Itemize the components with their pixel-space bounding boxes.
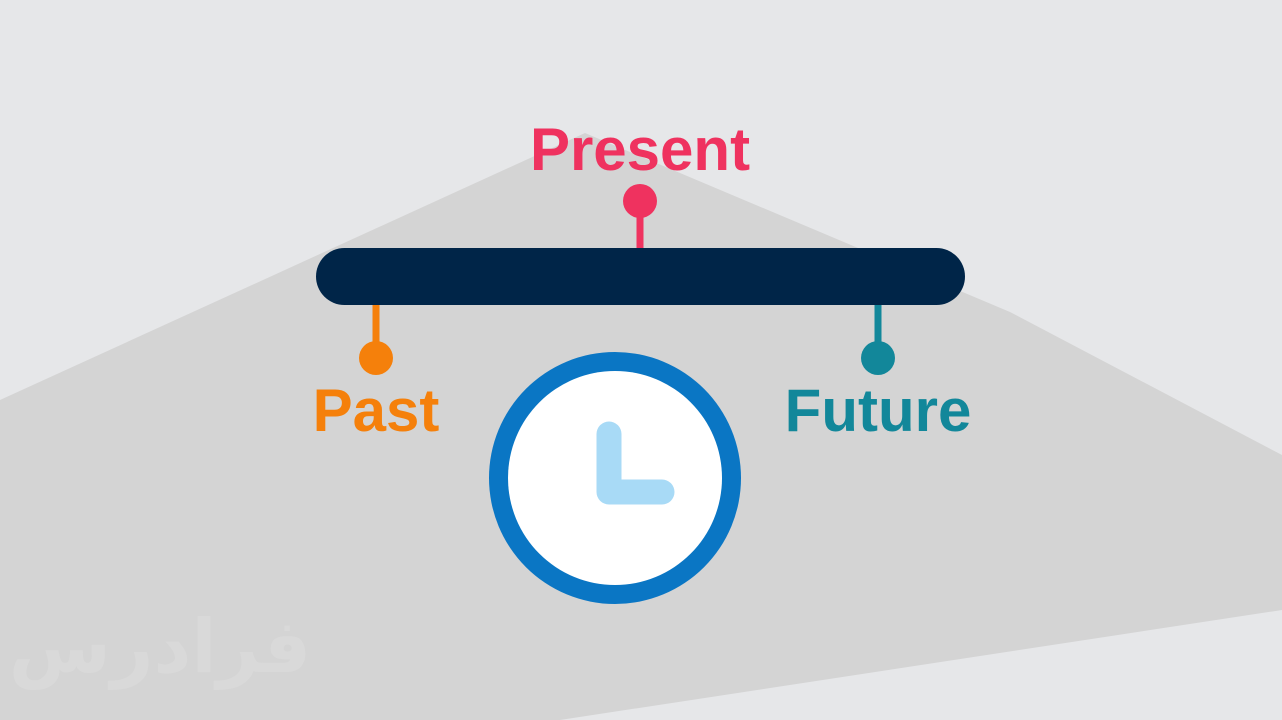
future-marker — [861, 341, 895, 375]
present-marker — [623, 184, 657, 218]
timeline-bar — [316, 248, 965, 305]
clock-icon — [489, 352, 741, 604]
future-label: Future — [785, 377, 972, 444]
past-label: Past — [313, 377, 440, 444]
past-marker — [359, 341, 393, 375]
watermark-logo: فرادرس — [9, 604, 312, 690]
present-label: Present — [530, 116, 750, 183]
clock-hands — [596, 421, 675, 505]
